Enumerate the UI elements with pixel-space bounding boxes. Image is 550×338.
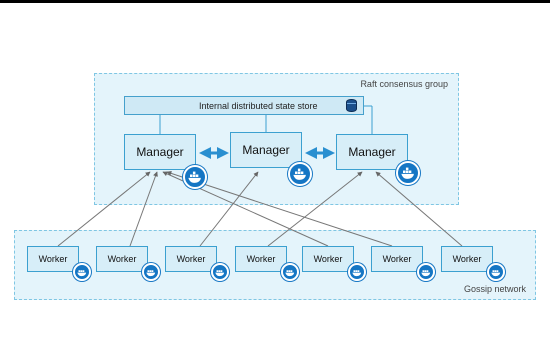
worker-node-3: Worker (165, 246, 217, 272)
docker-whale-icon (288, 162, 312, 186)
docker-whale-icon (487, 263, 505, 281)
docker-whale-icon (417, 263, 435, 281)
manager-node-2: Manager (230, 132, 302, 168)
worker-node-7: Worker (441, 246, 493, 272)
docker-whale-icon (183, 165, 207, 189)
docker-whale-icon (348, 263, 366, 281)
worker-link-2-m1 (129, 171, 158, 247)
manager-node-3: Manager (336, 134, 408, 170)
worker-link-7-m3 (375, 171, 463, 247)
manager-label: Manager (242, 143, 290, 157)
worker-label: Worker (313, 254, 343, 264)
worker-label: Worker (246, 254, 276, 264)
worker-label: Worker (38, 254, 68, 264)
worker-node-6: Worker (371, 246, 423, 272)
page-top-rule (0, 0, 550, 3)
worker-node-1: Worker (27, 246, 79, 272)
worker-link-4-m3 (267, 171, 363, 247)
worker-node-2: Worker (96, 246, 148, 272)
database-icon (346, 99, 357, 112)
worker-label: Worker (176, 254, 206, 264)
docker-whale-icon (142, 263, 160, 281)
raft-group-label: Raft consensus group (360, 79, 448, 89)
worker-link-3-m2 (199, 171, 259, 247)
gossip-group-label: Gossip network (463, 284, 526, 294)
docker-whale-icon (73, 263, 91, 281)
worker-label: Worker (382, 254, 412, 264)
manager-label: Manager (348, 145, 396, 159)
worker-link-1-m1 (57, 171, 151, 247)
worker-node-4: Worker (235, 246, 287, 272)
internal-state-store: Internal distributed state store (124, 96, 364, 115)
state-store-label: Internal distributed state store (199, 101, 318, 111)
worker-label: Worker (452, 254, 482, 264)
worker-label: Worker (107, 254, 137, 264)
worker-node-5: Worker (302, 246, 354, 272)
manager-node-1: Manager (124, 134, 196, 170)
docker-whale-icon (281, 263, 299, 281)
docker-whale-icon (396, 161, 420, 185)
manager-label: Manager (136, 145, 184, 159)
docker-whale-icon (211, 263, 229, 281)
